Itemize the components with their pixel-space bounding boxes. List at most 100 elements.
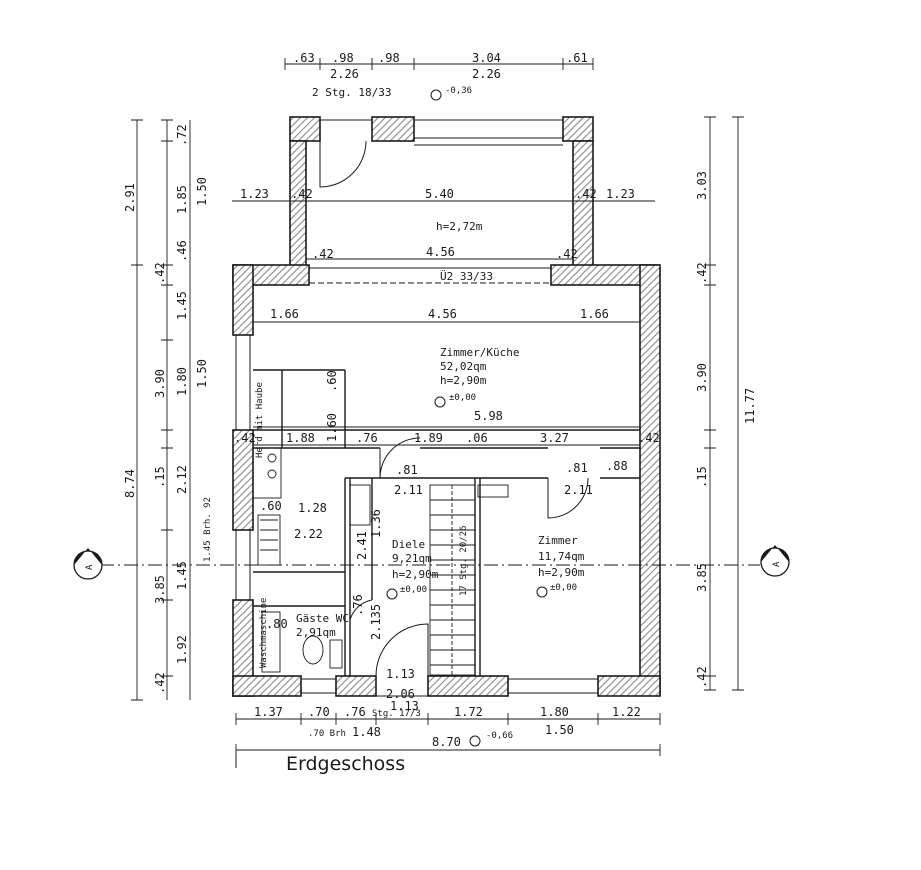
dim-mid-5: 3.27 — [540, 431, 569, 445]
dim-left-mid-8: .15 — [153, 466, 167, 488]
hall-name: Diele — [392, 538, 425, 551]
dim-kitchen-160: 1.60 — [325, 413, 339, 442]
dim-wall-42-d: .42 — [556, 247, 578, 261]
dim-stair-222: 2.22 — [294, 527, 323, 541]
wall-bottom-3 — [427, 675, 509, 697]
wall-terrace-left — [289, 140, 307, 270]
dim-kitchen-1: 1.66 — [270, 307, 299, 321]
wc-name: Gäste WC — [296, 612, 349, 625]
section-marker-label: A — [85, 564, 95, 570]
dim-left-outer-2: 8.74 — [123, 469, 137, 498]
exterior-walls — [232, 116, 661, 697]
dim-top-7: 2.26 — [472, 67, 501, 81]
dim-right-6: .42 — [695, 666, 709, 688]
dim-door-211-b: 2.11 — [564, 483, 593, 497]
dim-left-outer-3: 3.85 — [153, 575, 167, 604]
dim-right-2: .42 — [695, 262, 709, 284]
dim-bottom-4: 1.13 — [390, 699, 419, 713]
dim-mid-1: 1.88 — [286, 431, 315, 445]
wall-main-left-upper — [232, 264, 254, 336]
sink-label: Waschmaschine — [259, 598, 269, 668]
wc-area: 2,91qm — [296, 626, 336, 639]
door-swings — [319, 140, 589, 677]
brh-bottom: .70 Brh — [308, 729, 346, 739]
brh-left: 1.45 Brh. 92 — [203, 497, 213, 562]
level-top: -0,36 — [445, 86, 472, 96]
dim-bottom-3: .76 — [344, 705, 366, 719]
terrace-height: h=2,72m — [436, 220, 483, 233]
dim-right-3: 3.90 — [695, 363, 709, 392]
dim-door-88: .88 — [606, 459, 628, 473]
dim-wall-42-f: .42 — [638, 431, 660, 445]
wall-bottom-2 — [335, 675, 377, 697]
dim-total-width: 8.70 — [432, 735, 461, 749]
dim-left-mid-11: 1.92 — [175, 635, 189, 664]
dim-door-211-a: 2.11 — [394, 483, 423, 497]
staircase — [429, 484, 509, 676]
dim-left-outer-1: 2.91 — [123, 183, 137, 212]
dim-left-mid-1: .72 — [175, 124, 189, 146]
dim-hall-113: 1.13 — [386, 667, 415, 681]
wall-bottom-1 — [232, 675, 302, 697]
dimension-lines — [131, 58, 744, 756]
windows — [235, 119, 598, 697]
kitchen-level: ±0,00 — [449, 393, 476, 403]
dim-terrace-width: 5.40 — [425, 187, 454, 201]
dim-bottom-7: 1.22 — [612, 705, 641, 719]
dim-bottom-5: 1.72 — [454, 705, 483, 719]
wall-main-right — [639, 264, 661, 696]
dim-door-81-b: .81 — [566, 461, 588, 475]
dim-top-4: 3.04 — [472, 51, 501, 65]
dim-top-3: .98 — [378, 51, 400, 65]
stair-inner-label: 17 Stg. 20/26 — [459, 526, 469, 596]
dim-left-inner-1: 1.50 — [195, 177, 209, 206]
dim-terrace-inner: 4.56 — [426, 245, 455, 259]
dim-stair-2135: 2.135 — [369, 604, 383, 640]
wall-terrace-top-left — [289, 116, 321, 142]
stair-top-label: 2 Stg. 18/33 — [312, 86, 391, 99]
dim-stair-241: 2.41 — [355, 531, 369, 560]
dim-side-left: 1.23 — [240, 187, 269, 201]
furniture — [252, 447, 371, 673]
kitchen-height: h=2,90m — [440, 374, 487, 387]
dim-bottom-1: 1.37 — [254, 705, 283, 719]
dim-kitchen-598: 5.98 — [474, 409, 503, 423]
dim-mid-3: 1.89 — [414, 431, 443, 445]
dim-stair-76: .76 — [351, 594, 365, 616]
dim-left-mid-4: .42 — [153, 262, 167, 284]
hall-level: ±0,00 — [400, 585, 427, 595]
stair-bottom-label: Stg. 17/3 — [372, 709, 421, 719]
dim-left-mid-6: 3.90 — [153, 369, 167, 398]
kitchen-name: Zimmer/Küche — [440, 346, 519, 359]
kitchen-area: 52,02qm — [440, 360, 487, 373]
dim-right-5: 3.85 — [695, 563, 709, 592]
dim-left-mid-3: .46 — [175, 240, 189, 262]
dim-right-1: 3.03 — [695, 171, 709, 200]
dim-kitchen-3: 1.66 — [580, 307, 609, 321]
dim-top-1: .63 — [293, 51, 315, 65]
dim-kitchen-2: 4.56 — [428, 307, 457, 321]
bedroom-height: h=2,90m — [538, 566, 585, 579]
bedroom-area: 11,74qm — [538, 550, 585, 563]
dim-stair-128: 1.28 — [298, 501, 327, 515]
dim-bottom-148: 1.48 — [352, 725, 381, 739]
dim-top-6: 2.26 — [330, 67, 359, 81]
dim-top-2: .98 — [332, 51, 354, 65]
dim-left-mid-5: 1.45 — [175, 291, 189, 320]
section-marker-right: A — [760, 545, 790, 577]
hall-area: 9,21qm — [392, 552, 432, 565]
stair-upper-label: Ü2 33/33 — [440, 270, 493, 283]
dim-bottom-150: 1.50 — [545, 723, 574, 737]
section-marker-label: A — [772, 561, 782, 567]
dim-bottom-6: 1.80 — [540, 705, 569, 719]
wall-terrace-top-mid — [371, 116, 415, 142]
wall-terrace-top-right — [562, 116, 594, 142]
plan-title: Erdgeschoss — [286, 753, 405, 775]
dim-left-mid-9: 2.12 — [175, 465, 189, 494]
dim-side-right: 1.23 — [606, 187, 635, 201]
dim-mid-2: .76 — [356, 431, 378, 445]
dim-wall-42-e: .42 — [234, 431, 256, 445]
dim-mid-4: .06 — [466, 431, 488, 445]
dim-wall-42-a: .42 — [291, 187, 313, 201]
